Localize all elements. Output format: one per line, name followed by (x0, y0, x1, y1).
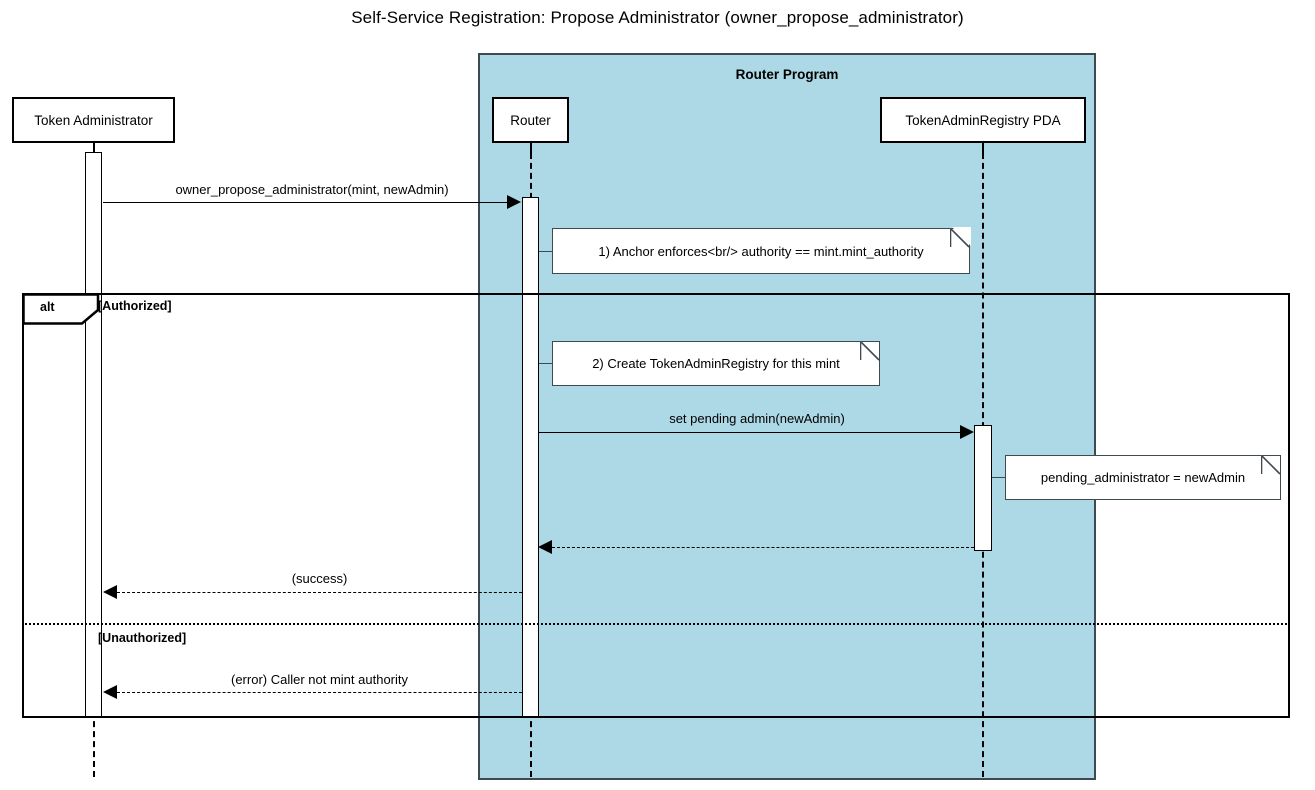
message-arrowhead-m3 (538, 540, 552, 554)
fragment-guard-authorized: [Authorized] (98, 299, 172, 313)
lifeline-stub-router (530, 143, 532, 153)
activation-token-admin-registry-pda (974, 425, 992, 551)
message-arrowhead-m5 (103, 685, 117, 699)
note-n3: pending_administrator = newAdmin (1005, 455, 1281, 500)
message-label-m1: owner_propose_administrator(mint, newAdm… (175, 182, 449, 197)
message-line-m4 (117, 592, 522, 593)
fragment-operator-label: alt (40, 300, 55, 314)
message-line-m2 (539, 432, 960, 433)
note-connector-n1 (539, 251, 553, 252)
note-n1: 1) Anchor enforces<br/> authority == min… (552, 227, 971, 274)
note-fold-corner-icon (1261, 455, 1281, 475)
participant-label: Router (510, 112, 551, 128)
message-line-m3 (552, 547, 974, 548)
page-title: Self-Service Registration: Propose Admin… (351, 8, 964, 27)
note-text: pending_administrator = newAdmin (1040, 470, 1246, 485)
participant-router[interactable]: Router (492, 97, 569, 143)
message-arrowhead-m2 (960, 425, 974, 439)
message-line-m1 (103, 202, 507, 203)
note-fold-corner-icon (860, 341, 880, 361)
fragment-divider (22, 623, 1290, 625)
note-text: 2) Create TokenAdminRegistry for this mi… (592, 356, 840, 371)
note-fold-corner-icon (950, 228, 970, 248)
message-arrowhead-m1 (507, 195, 521, 209)
note-text: 1) Anchor enforces<br/> authority == min… (598, 243, 924, 259)
message-label-m4: (success) (291, 571, 348, 586)
participant-token-administrator[interactable]: Token Administrator (12, 97, 175, 143)
note-n2: 2) Create TokenAdminRegistry for this mi… (552, 341, 880, 386)
message-label-m2: set pending admin(newAdmin) (669, 411, 845, 426)
lifeline-stub-token-admin-registry-pda (982, 143, 984, 153)
message-label-m5: (error) Caller not mint authority (231, 672, 408, 687)
participant-token-admin-registry-pda[interactable]: TokenAdminRegistry PDA (880, 97, 1086, 143)
group-label: Router Program (735, 67, 839, 82)
fragment-tab-shape (22, 293, 100, 325)
lifeline-stub-token-administrator (93, 143, 95, 153)
message-arrowhead-m4 (103, 585, 117, 599)
note-connector-n3 (992, 477, 1006, 478)
fragment-guard-unauthorized: [Unauthorized] (98, 631, 187, 645)
group-box-router-program: Router Program (478, 53, 1096, 780)
participant-label: Token Administrator (34, 112, 153, 128)
activation-router (522, 197, 539, 718)
message-line-m5 (117, 692, 522, 693)
participant-label: TokenAdminRegistry PDA (905, 112, 1061, 128)
note-connector-n2 (539, 363, 553, 364)
